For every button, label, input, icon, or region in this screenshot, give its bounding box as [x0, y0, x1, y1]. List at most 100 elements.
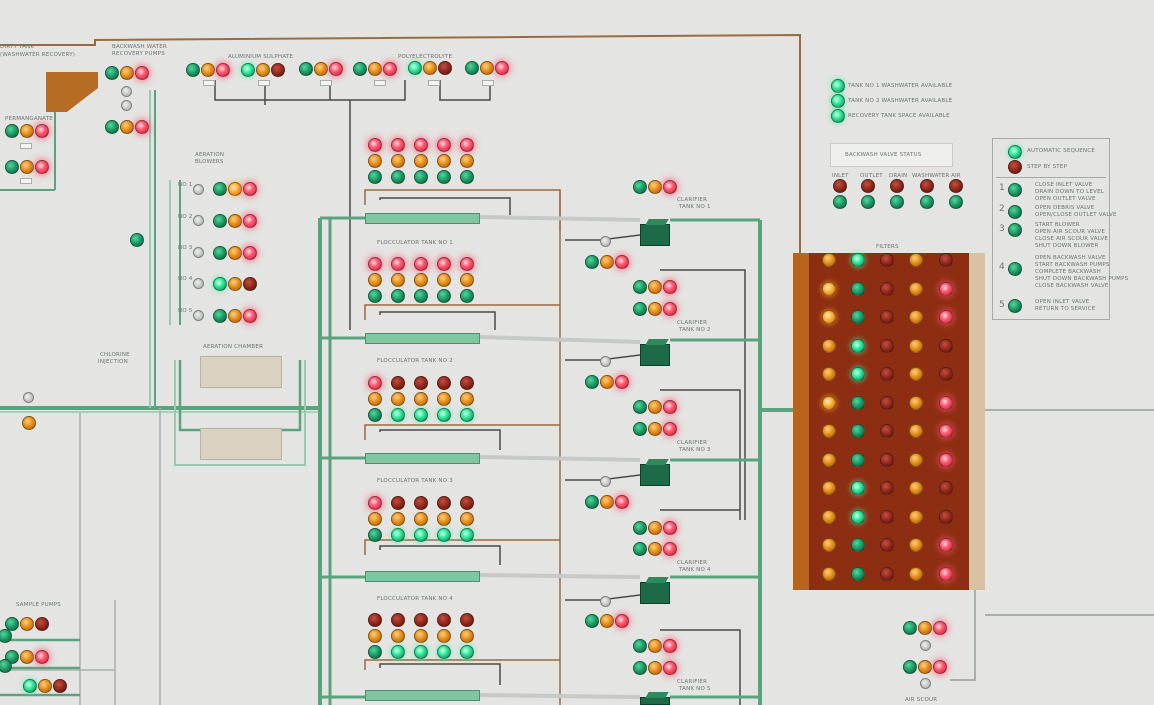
status-lamp-green: [414, 528, 428, 542]
status-lamp-red: [460, 496, 474, 510]
clarifier-tank: [640, 224, 670, 246]
status-lamp-amber: [414, 512, 428, 526]
status-lamp-green: [831, 79, 845, 93]
status-lamp-red: [663, 180, 677, 194]
status-lamp-amber: [414, 273, 428, 287]
status-lamp-amber: [22, 416, 36, 430]
status-lamp-red: [414, 257, 428, 271]
aeration-blowers-label-2: BLOWERS: [195, 159, 224, 165]
step-line: START BACKWASH PUMPS: [1035, 262, 1110, 268]
status-lamp-amber: [460, 273, 474, 287]
status-lamp-green: [213, 214, 227, 228]
status-lamp-red: [391, 257, 405, 271]
status-lamp-red: [368, 257, 382, 271]
status-lamp-green: [130, 233, 144, 247]
status-lamp-green: [1008, 183, 1022, 197]
status-lamp-green: [437, 408, 451, 422]
sequence-panel: AUTOMATIC SEQUENCE STEP BY STEP 1 CLOSE …: [992, 138, 1128, 320]
status-lamp-green: [833, 195, 847, 209]
status-lamp-red: [391, 496, 405, 510]
status-lamp-red: [663, 639, 677, 653]
status-lamp-green: [851, 253, 865, 267]
status-lamp-green: [633, 521, 647, 535]
flocculator-label: FLOCCULATOR TANK No 2: [377, 358, 453, 364]
flocculator-label: FLOCCULATOR TANK No 4: [377, 596, 453, 602]
status-lamp-amber: [822, 253, 836, 267]
status-lamp-red: [939, 310, 953, 324]
status-lamp-amber: [414, 154, 428, 168]
flocculator-tank-unit: [365, 213, 480, 224]
status-lamp-amber: [414, 392, 428, 406]
step-line: OPEN DEBRIS VALVE: [1035, 205, 1095, 211]
status-lamp-red: [460, 613, 474, 627]
status-lamp-green: [5, 617, 19, 631]
valve-column-label: WASHWATER: [912, 173, 950, 179]
status-lamp-amber: [822, 424, 836, 438]
chlorine-valve-icon: [23, 392, 34, 403]
status-lamp-amber: [201, 63, 215, 77]
status-lamp-red: [35, 617, 49, 631]
status-lamp-green: [353, 62, 367, 76]
clarifier-label: TANK No 4: [679, 567, 711, 573]
status-lamp-amber: [368, 629, 382, 643]
status-lamp-red: [939, 338, 953, 353]
status-lamp-red: [861, 179, 875, 193]
status-lamp-green: [851, 281, 865, 296]
status-lamp-green: [633, 542, 647, 556]
status-lamp-red: [414, 613, 428, 627]
status-lamp-red: [437, 613, 451, 627]
status-lamp-green: [861, 195, 875, 209]
status-lamp-green: [465, 61, 479, 75]
step-line: OPEN BACKWASH VALVE: [1035, 255, 1106, 261]
availability-label: RECOVERY TANK SPACE AVAILABLE: [848, 113, 950, 119]
step-line: OPEN/CLOSE OUTLET VALVE: [1035, 212, 1117, 218]
status-lamp-amber: [648, 521, 662, 535]
status-lamp-green: [5, 160, 19, 174]
status-lamp-amber: [391, 629, 405, 643]
status-lamp-amber: [822, 452, 836, 467]
status-lamp-green: [1008, 205, 1022, 219]
status-lamp-amber: [822, 481, 836, 495]
clarifier-label: TANK No 2: [679, 327, 711, 333]
status-lamp-red: [1008, 160, 1022, 174]
status-lamp-red: [939, 395, 953, 410]
valve-column-label: DRAIN: [889, 173, 908, 179]
status-lamp-red: [135, 120, 149, 134]
status-lamp-amber: [822, 566, 836, 581]
status-lamp-green: [633, 280, 647, 294]
status-lamp-amber: [414, 629, 428, 643]
status-lamp-red: [368, 138, 382, 152]
aeration-chamber-tank: [200, 356, 282, 388]
status-lamp-red: [949, 179, 963, 193]
step-line: OPEN OUTLET VALVE: [1035, 196, 1096, 202]
status-lamp-red: [243, 277, 257, 291]
step-line: SHUT DOWN BLOWER: [1035, 243, 1099, 249]
status-lamp-green: [414, 170, 428, 184]
status-lamp-green: [851, 395, 865, 410]
status-lamp-green: [460, 408, 474, 422]
status-lamp-green: [368, 289, 382, 303]
valve-column-label: INLET: [832, 173, 849, 179]
status-lamp-green: [460, 289, 474, 303]
flocculator-tank-unit: [365, 571, 480, 582]
status-lamp-amber: [822, 509, 836, 524]
status-lamp-red: [414, 138, 428, 152]
status-lamp-amber: [437, 273, 451, 287]
status-lamp-green: [851, 338, 865, 353]
air-scour-label: AIR SCOUR: [905, 697, 938, 703]
status-lamp-green: [460, 170, 474, 184]
status-lamp-green: [391, 289, 405, 303]
status-lamp-amber: [822, 281, 836, 296]
backwash-pumps-label-2: RECOVERY PUMPS: [112, 51, 165, 57]
status-lamp-green: [585, 255, 599, 269]
polyelectrolyte-label: POLYELECTROLYTE: [398, 54, 453, 60]
status-lamp-red: [437, 376, 451, 390]
air-scour-valve-icon: [920, 640, 931, 651]
status-lamp-red: [933, 621, 947, 635]
flocculator-tank-unit: [365, 690, 480, 701]
status-lamp-amber: [437, 154, 451, 168]
status-lamp-green: [585, 614, 599, 628]
status-lamp-red: [243, 246, 257, 260]
status-lamp-red: [438, 61, 452, 75]
status-lamp-red: [35, 124, 49, 138]
